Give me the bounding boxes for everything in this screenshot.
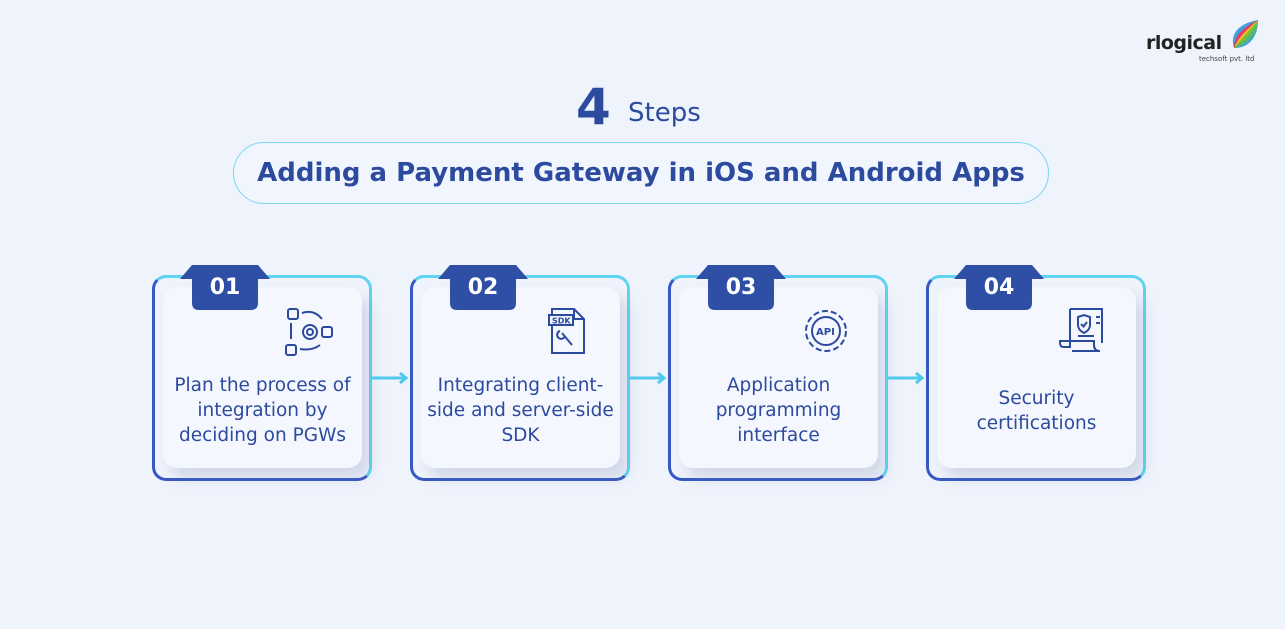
logo-tagline: techsoft pvt. ltd: [1199, 55, 1255, 63]
svg-text:SDK: SDK: [552, 317, 571, 326]
step-number: 04: [983, 275, 1015, 300]
arrow-right-icon: [630, 371, 667, 385]
step-tab: [438, 265, 528, 310]
logo-name: rlogical: [1146, 32, 1222, 54]
certificate-scroll-icon: [1059, 308, 1103, 352]
sdk-file-icon: SDK: [548, 308, 585, 354]
process-cycle-icon: [285, 308, 333, 356]
step-tab: [954, 265, 1044, 310]
step-card-3: 03 API Application programming interface: [668, 265, 890, 483]
logo-leaf-icon: [1232, 20, 1258, 48]
arrow-right-icon: [888, 371, 925, 385]
subtitle-pill: Adding a Payment Gateway in iOS and Andr…: [233, 142, 1049, 204]
step-label: Integrating client-side and server-side …: [427, 375, 614, 446]
step-number: 01: [209, 275, 241, 300]
step-card-4: 04 Security certifications: [926, 265, 1148, 483]
card-body: [421, 287, 620, 468]
logo: rlogical techsoft pvt. ltd: [1146, 18, 1276, 68]
step-label: Security certifications: [976, 388, 1097, 434]
step-label: Plan the process of integration by decid…: [174, 375, 351, 446]
title-number: 4: [576, 78, 611, 136]
arrow-right-icon: [372, 371, 409, 385]
step-number: 02: [467, 275, 499, 300]
step-number: 03: [725, 275, 757, 300]
step-card-2: 02 SDK Integrating client-side and serve…: [410, 265, 632, 483]
api-gear-icon: API: [805, 310, 847, 352]
card-body: [679, 287, 878, 468]
svg-text:API: API: [816, 327, 835, 338]
step-card-1: 01 Plan the process of integration by de…: [152, 265, 374, 483]
title-word: Steps: [628, 98, 701, 128]
step-tab: [180, 265, 270, 310]
step-label: Application programming interface: [715, 375, 842, 446]
step-tab: [696, 265, 786, 310]
card-body: [163, 287, 362, 468]
